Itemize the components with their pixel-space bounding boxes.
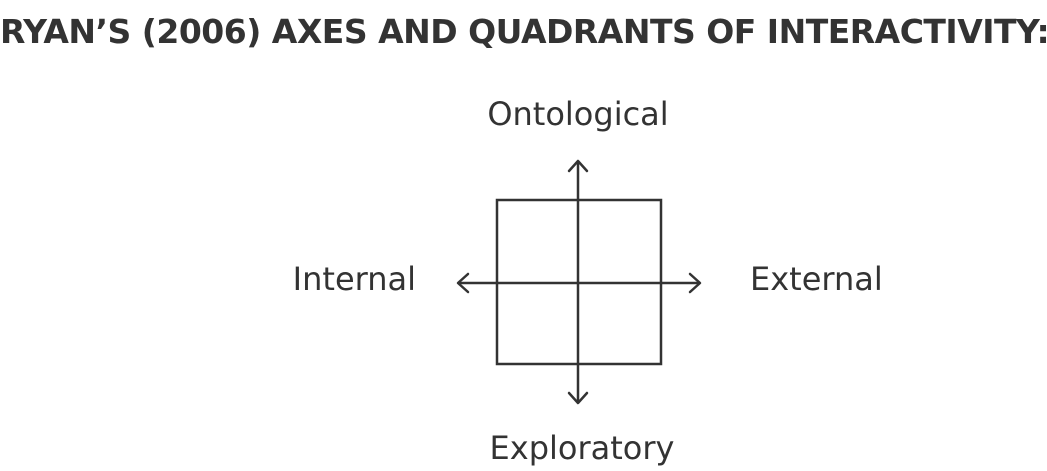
axis-label-exploratory: Exploratory [489,429,675,467]
arrow-up-icon [567,159,589,173]
axis-label-ontological: Ontological [487,95,669,133]
axis-label-internal: Internal [292,260,416,298]
axis-label-external: External [750,260,883,298]
diagram-title: RYAN’S (2006) AXES AND QUADRANTS OF INTE… [0,12,1047,51]
arrow-left-icon [456,272,470,294]
arrow-right-icon [688,272,702,294]
arrow-down-icon [567,391,589,405]
